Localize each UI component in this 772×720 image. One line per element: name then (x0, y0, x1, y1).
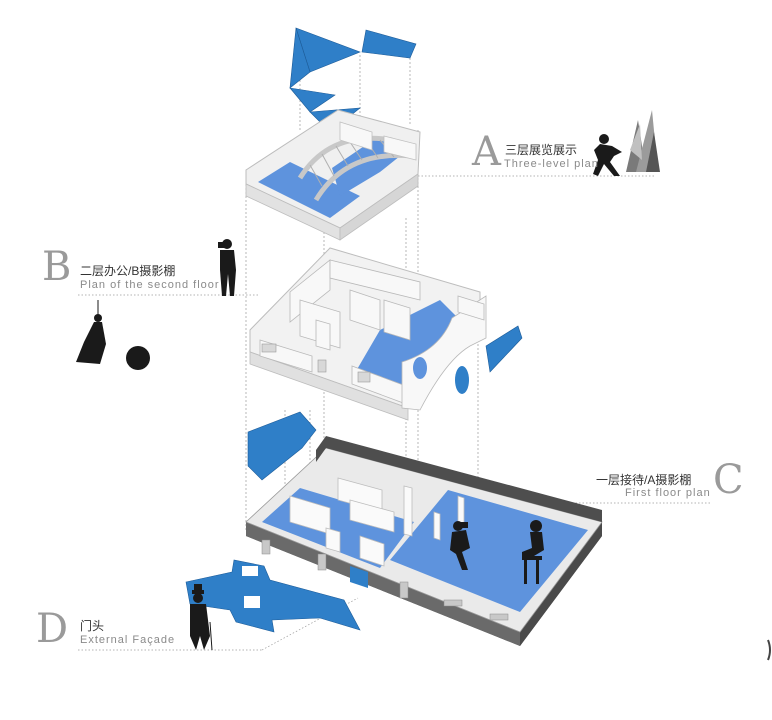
figure-seated-model (522, 520, 544, 584)
facade-sign (185, 559, 361, 633)
second-floor-plate (249, 247, 523, 421)
crystal-sculpture (626, 110, 660, 172)
label-b-cn: 二层办公/B摄影棚 (80, 264, 176, 278)
roof-panel (361, 29, 417, 59)
label-b-letter: B (42, 244, 72, 290)
figure-gentleman (190, 584, 213, 651)
black-sphere (126, 346, 150, 370)
label-d-cn: 门头 (80, 619, 105, 633)
label-a-cn: 三层展览展示 (505, 143, 578, 157)
label-c-letter: C (713, 457, 744, 503)
facade-fold-panel (247, 411, 317, 481)
figure-dancer (593, 134, 622, 176)
label-c-en: First floor plan (625, 487, 711, 499)
label-b-en: Plan of the second floor (80, 279, 220, 291)
label-c-cn: 一层接待/A摄影棚 (596, 473, 692, 487)
label-a-letter: A (472, 129, 501, 175)
entrance-door (350, 566, 368, 588)
round-panel (455, 366, 469, 394)
third-floor-plate (245, 27, 421, 241)
side-panel (485, 325, 523, 373)
label-d-letter: D (36, 606, 69, 652)
figure-photographer-b (218, 239, 236, 296)
figure-swinging-woman (76, 300, 106, 364)
round-window (413, 357, 427, 379)
figure-photographer-c (450, 521, 470, 570)
edge-fragment (767, 639, 771, 661)
label-d-en: External Façade (80, 634, 176, 646)
label-a-en: Three-level plan (504, 158, 599, 170)
